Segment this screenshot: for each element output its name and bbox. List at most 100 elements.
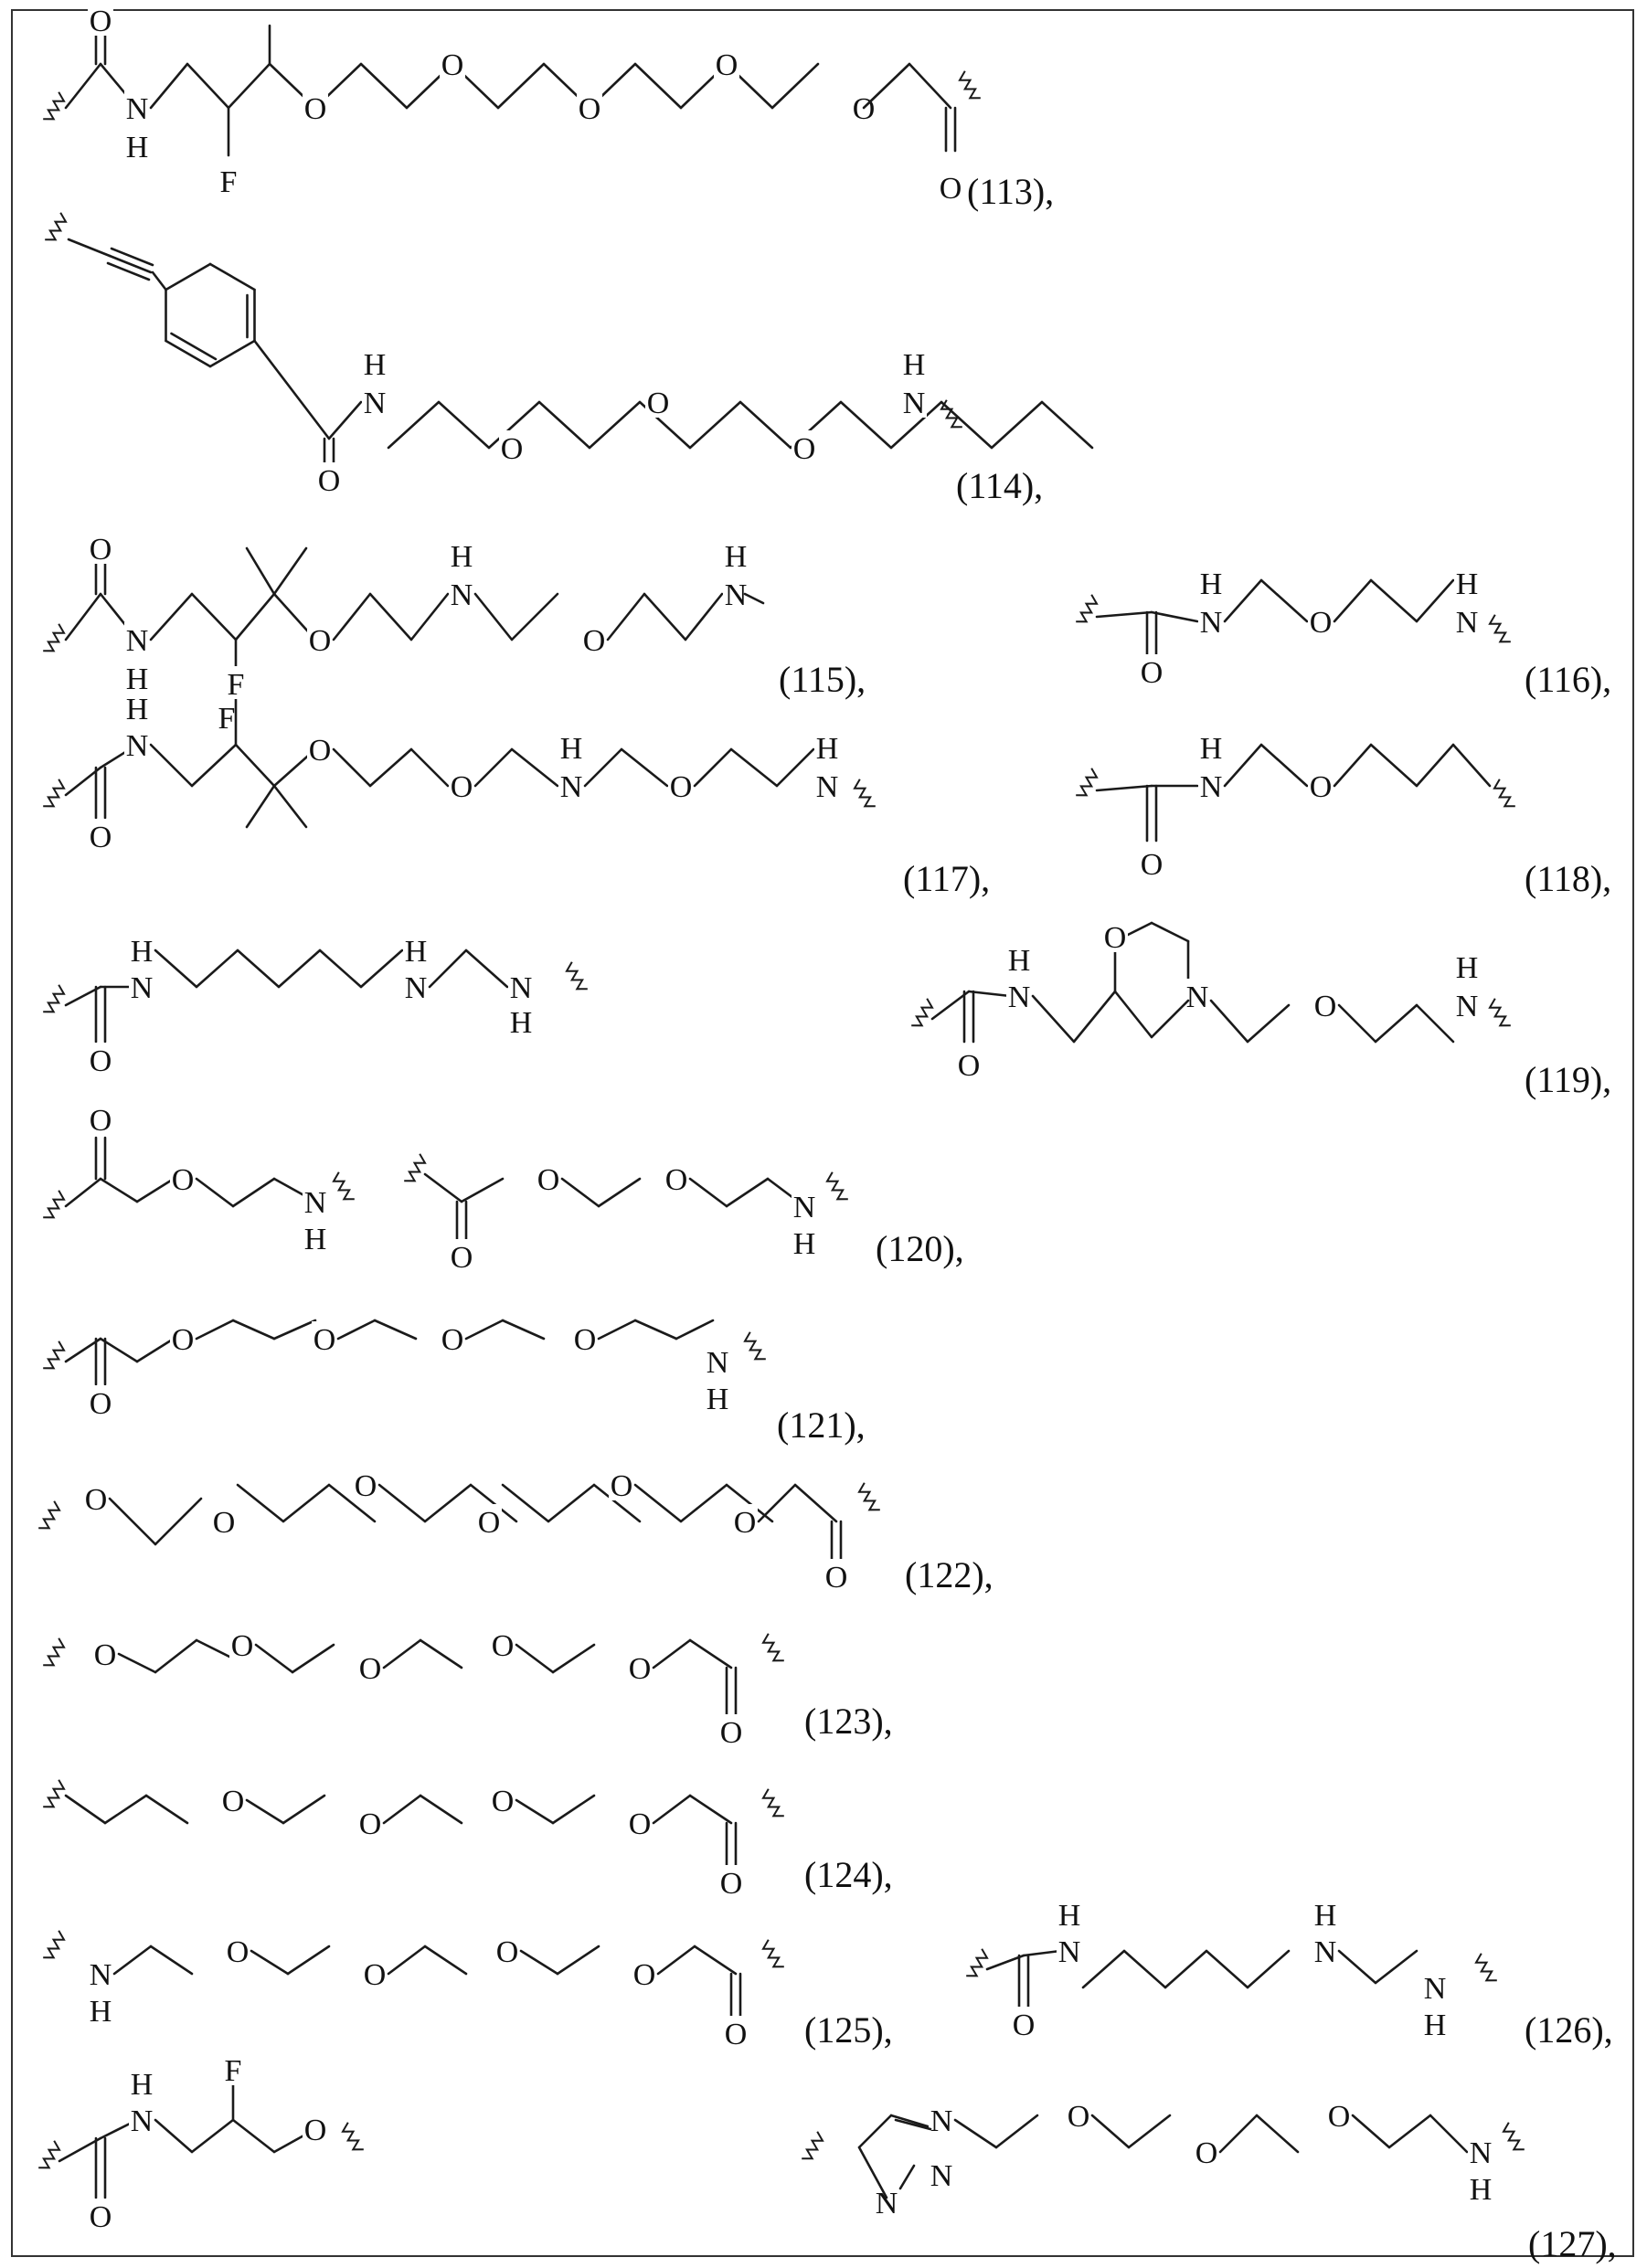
bond	[695, 1946, 736, 1974]
bond	[66, 1796, 105, 1823]
bond	[1376, 1951, 1417, 1983]
bond	[690, 402, 740, 448]
bond	[1334, 745, 1371, 786]
bond	[1453, 745, 1490, 786]
bond	[210, 264, 254, 290]
bond	[375, 1320, 416, 1339]
bond	[690, 1796, 731, 1823]
atom-H: H	[1456, 567, 1479, 601]
bond	[425, 1485, 471, 1521]
attachment-point-mark	[763, 1634, 784, 1661]
bond	[599, 1320, 635, 1339]
bond	[1097, 612, 1152, 617]
attachment-point-mark	[802, 2132, 823, 2159]
bond	[411, 749, 448, 786]
attachment-point-mark	[745, 1332, 766, 1360]
atom-H: H	[126, 693, 149, 726]
atom-O: O	[478, 1506, 501, 1540]
structure-123: OOOOOO	[43, 1627, 784, 1750]
bond	[187, 64, 228, 108]
attachment-point-mark	[43, 1931, 64, 1958]
bond	[1042, 402, 1092, 448]
attachment-point-mark	[1076, 768, 1097, 796]
bond	[503, 1320, 544, 1339]
bond	[1339, 1005, 1376, 1042]
bond	[155, 1640, 197, 1672]
bond	[1257, 2115, 1298, 2152]
bond	[192, 745, 236, 786]
atom-O: O	[1328, 2100, 1351, 2134]
bond	[1115, 991, 1152, 1037]
label-121: (121),	[777, 1404, 866, 1447]
bond	[1225, 580, 1261, 621]
structure-119: ONHONONH	[911, 919, 1511, 1083]
bond	[653, 1640, 690, 1668]
atom-O: O	[825, 1561, 848, 1595]
bond	[466, 950, 507, 987]
bond	[283, 1796, 324, 1823]
bond	[334, 749, 370, 786]
atom-O: O	[1195, 2136, 1218, 2170]
attachment-point-mark	[43, 1341, 64, 1369]
bond	[110, 1499, 155, 1544]
bond	[996, 2115, 1037, 2147]
atom-O: O	[720, 1867, 743, 1901]
bond	[236, 594, 274, 640]
atom-F: F	[218, 702, 236, 736]
structure-fluoro-chain: ONHFO	[38, 2052, 364, 2234]
attachment-point-mark	[43, 1780, 64, 1807]
bond	[155, 950, 197, 987]
attachment-point-mark	[859, 1483, 880, 1510]
bond	[1152, 923, 1188, 941]
bond	[151, 594, 192, 640]
bond	[795, 1485, 836, 1521]
bond	[114, 1946, 151, 1974]
atom-O: O	[501, 432, 524, 466]
bond	[635, 64, 681, 108]
bond	[166, 264, 210, 290]
attachment-point-mark	[567, 962, 588, 990]
atom-O: O	[720, 1716, 743, 1750]
label-114: (114),	[956, 464, 1043, 507]
bond	[166, 341, 210, 366]
label-119: (119),	[1525, 1058, 1611, 1101]
atom-N: N	[1470, 2136, 1493, 2170]
atom-O: O	[90, 1387, 112, 1421]
atom-O: O	[441, 48, 464, 82]
bond	[695, 749, 731, 786]
bond	[1371, 745, 1417, 786]
bond	[548, 1485, 594, 1521]
bond	[236, 745, 274, 786]
attachment-point-mark	[1504, 2123, 1525, 2150]
attachment-point-mark	[43, 92, 64, 120]
atom-O: O	[304, 2114, 327, 2147]
attachment-point-mark	[1476, 1954, 1497, 1981]
bond	[420, 1640, 462, 1668]
bond	[658, 1946, 695, 1974]
atom-O: O	[734, 1506, 757, 1540]
bond	[192, 594, 236, 640]
bond	[585, 749, 622, 786]
bond	[334, 594, 370, 640]
atom-O: O	[1013, 2008, 1036, 2042]
atom-O: O	[451, 1241, 473, 1275]
attachment-point-mark	[763, 1940, 784, 1967]
bond	[622, 749, 667, 786]
atom-H: H	[560, 732, 583, 766]
atom-N: N	[90, 1958, 112, 1992]
bond	[151, 1946, 192, 1974]
label-123: (123),	[804, 1700, 893, 1743]
bond	[1206, 1951, 1248, 1987]
atom-O: O	[172, 1163, 195, 1197]
bond	[1033, 996, 1074, 1042]
bond	[370, 749, 411, 786]
bond	[521, 1951, 558, 1974]
bond	[562, 1179, 599, 1206]
bond	[370, 594, 411, 640]
bond	[238, 1485, 283, 1521]
atom-O: O	[647, 387, 670, 420]
bond	[475, 749, 512, 786]
bond	[1430, 2115, 1467, 2152]
bond	[539, 402, 590, 448]
bond	[759, 1485, 795, 1521]
